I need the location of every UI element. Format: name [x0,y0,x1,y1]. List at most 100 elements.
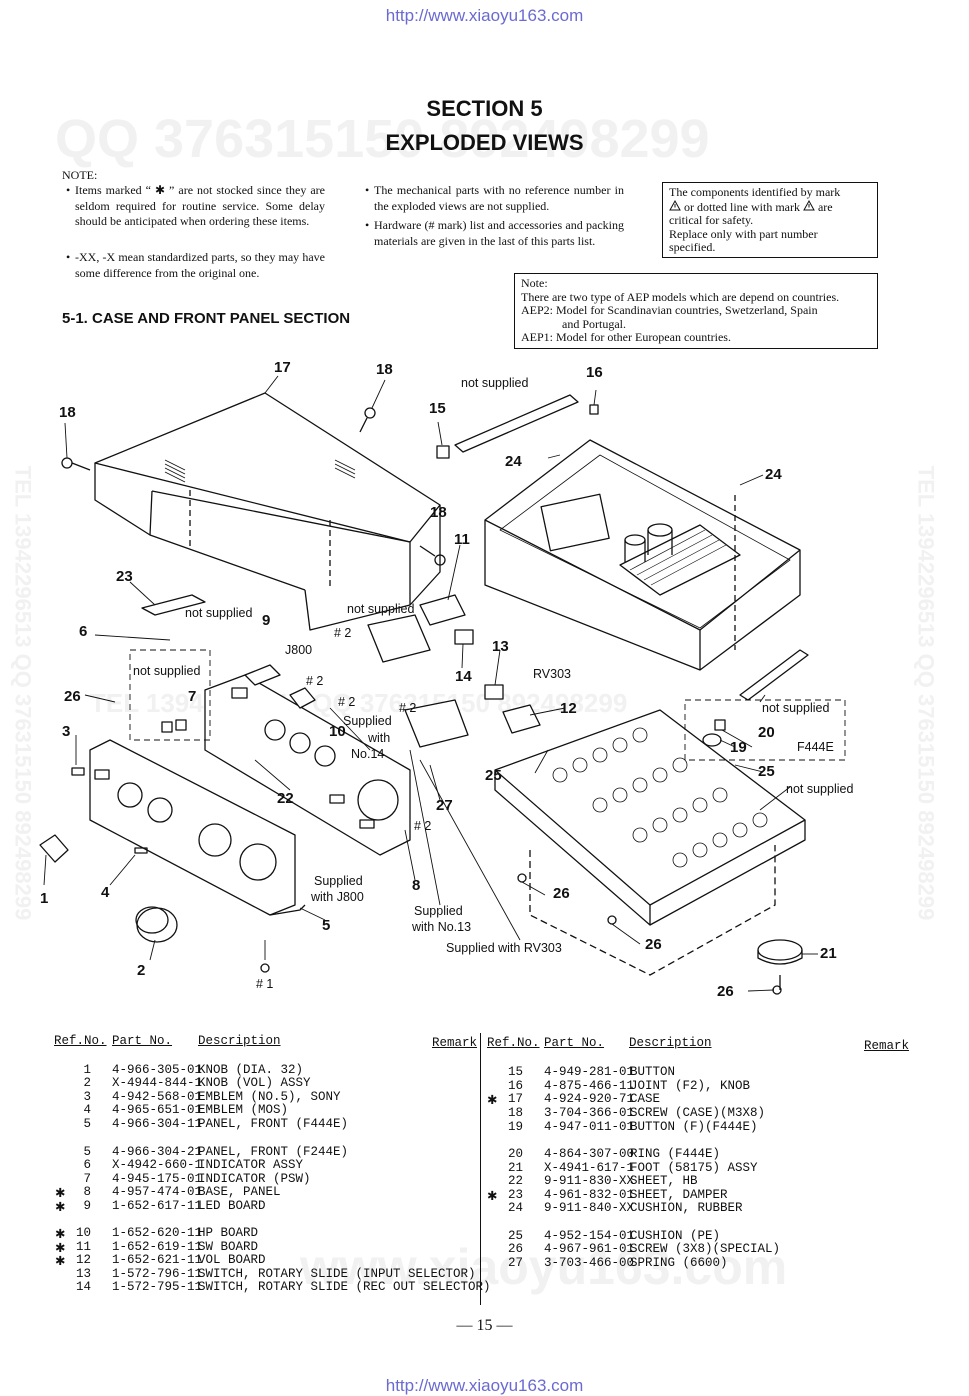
case-cover-drawing [94,392,441,631]
bottom-plate-drawing [494,709,806,976]
supplied-with-no13-label: with No.13 [412,920,472,934]
callout-27: 27 [436,797,453,814]
j800-drawing [289,687,316,709]
supplied-with-rv303-label: Supplied with RV303 [446,941,562,955]
callout-26: 26 [645,936,662,953]
callout-26: 26 [64,688,81,705]
callout-18: 18 [59,404,76,421]
callout-1: 1 [40,890,49,907]
sw-board-drawing [419,594,466,626]
emblem-sony-drawing [71,767,85,776]
rv303-drawing [502,704,541,734]
section-title: EXPLODED VIEWS [385,130,584,155]
joint-rod-drawing [454,394,579,453]
not-supplied-label: not supplied [461,376,529,390]
section-number: SECTION 5 [426,96,543,121]
not-supplied-label: not supplied [786,782,854,796]
callout-9: 9 [262,612,271,629]
note-item-standardized: •-XX, -X mean standardized parts, so the… [66,250,325,280]
f444e-label: F444E [797,740,834,754]
damper-sheet-drawing [141,594,206,616]
vol-board-drawing [404,699,469,748]
callout-2: 2 [137,962,146,979]
callout-3: 3 [62,723,71,740]
note-label: NOTE: [62,168,98,182]
callout-18: 18 [376,361,393,378]
aep-note-box: Note: There are two type of AEP models w… [514,273,878,349]
j800-label: J800 [285,643,313,657]
callout-23: 23 [116,568,133,585]
callout-25: 25 [758,763,775,780]
hardware-mark-label: # 2 [334,626,352,640]
callout-6: 6 [79,623,88,640]
callout-21: 21 [820,945,837,962]
supplied-with-no13-label: Supplied [414,904,463,918]
supplied-with-no14-label: with [368,731,391,745]
not-supplied-label: not supplied [347,602,415,616]
chassis-drawing [484,439,801,671]
hardware-mark-label: # 1 [256,977,274,991]
rotary-switch-13-drawing [484,684,504,700]
not-supplied-label: not supplied [762,701,830,715]
hardware-mark-label: # 2 [306,674,324,688]
not-supplied-label: not supplied [185,606,253,620]
header-ref-no: Ref.No. [487,1036,540,1050]
button-drawing [436,445,450,459]
exploded-view-diagram [39,375,846,995]
supplied-with-no14-label: Supplied [343,714,392,728]
callout-20: 20 [758,724,775,741]
callout-12: 12 [560,700,577,717]
header-ref-no: Ref.No. [54,1034,107,1048]
rv303-label: RV303 [533,667,571,681]
knob-small-drawing [39,834,69,863]
page-number: — 15 — [456,1317,513,1334]
supplied-with-j800-label: Supplied [314,874,363,888]
callout-26: 26 [553,885,570,902]
hardware-mark-label: # 2 [414,819,432,833]
callout-22: 22 [277,790,294,807]
rotary-switch-14-drawing [454,629,474,645]
subsection-title: 5-1. CASE AND FRONT PANEL SECTION [62,310,351,327]
callout-17: 17 [274,359,291,376]
warning-triangle-icon [669,199,681,210]
callout-15: 15 [429,400,446,417]
header-part-no: Part No. [112,1034,173,1048]
watermark-bottom: www.xiaoyu163.com [300,1239,788,1295]
callout-14: 14 [455,668,472,685]
header-remark: Remark [432,1036,478,1050]
f444e-rod-drawing [739,649,809,701]
top-url-link[interactable]: http://www.xiaoyu163.com [385,6,584,25]
led-board-drawing [244,664,281,686]
callout-16: 16 [586,364,603,381]
warning-triangle-icon [803,199,815,210]
callout-26: 26 [717,983,734,1000]
hardware-mark-label: # 2 [338,695,356,709]
note-item-mechanical: •The mechanical parts with no reference … [365,183,624,213]
emblem-mos-drawing [134,847,148,854]
header-description: Description [629,1036,712,1050]
safety-note-box: The components identified by mark or dot… [662,182,878,258]
header-description: Description [198,1034,281,1048]
callout-19: 19 [730,739,747,756]
callout-4: 4 [101,884,110,901]
hardware-mark-label: # 2 [399,701,417,715]
indicator-psw-drawing [161,721,173,733]
supplied-with-j800-label: with J800 [311,890,364,904]
supplied-with-no14-label: No.14 [351,747,385,761]
note-item-hardware: •Hardware (# mark) list and accessories … [365,218,624,248]
bottom-url-link[interactable]: http://www.xiaoyu163.com [385,1376,584,1395]
header-part-no: Part No. [544,1036,605,1050]
callout-13: 13 [492,638,509,655]
watermark-main: QQ 376315150 892498299 [55,109,710,169]
table-divider [480,1033,481,1305]
front-panel-drawing [89,739,306,916]
callout-11: 11 [454,531,470,548]
callout-5: 5 [322,917,331,934]
hp-board-drawing [367,614,431,663]
not-supplied-label: not supplied [133,664,201,678]
callout-25: 25 [485,767,502,784]
note-item-stock: •Items marked “ ✱ ” are not stocked sinc… [66,183,325,228]
callout-24: 24 [505,453,522,470]
callout-7: 7 [188,688,197,705]
